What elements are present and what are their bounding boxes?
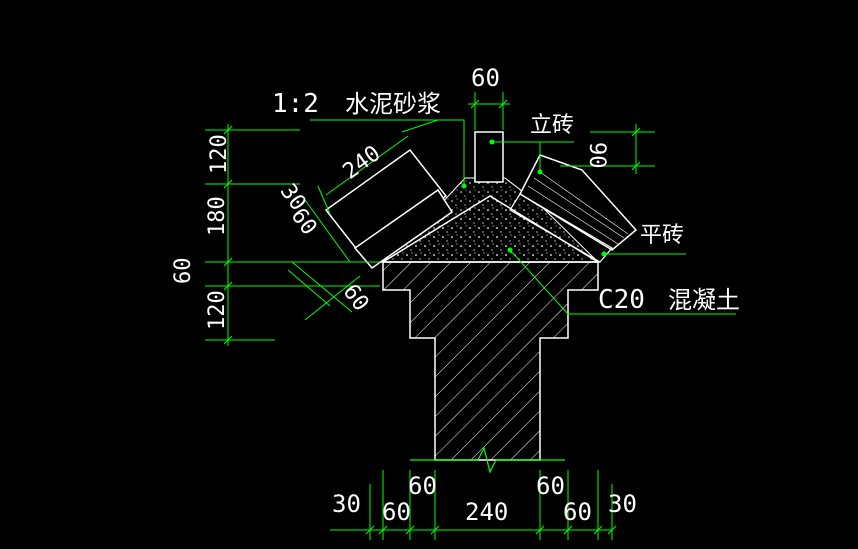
- dim-bottom-60-right-text: 60: [563, 498, 592, 526]
- leader-mortar: [310, 119, 465, 186]
- dim-left-60-text: 60: [171, 258, 196, 285]
- brick-left-upper: [324, 148, 448, 258]
- mortar-label: 水泥砂浆: [345, 90, 441, 118]
- ratio-label: 1:2: [272, 89, 319, 119]
- dim-bottom-60-left-text: 60: [382, 498, 411, 526]
- dim-top-60: [468, 92, 510, 130]
- leader-concrete: [509, 249, 736, 315]
- concrete-label: 混凝土: [668, 286, 740, 314]
- leader-lines: [310, 119, 736, 315]
- dim-bottom-60-left-top-text: 60: [408, 472, 437, 500]
- leader-dots: [461, 139, 607, 257]
- dim-bottom-30-right-text: 30: [608, 490, 637, 518]
- dim-left-180-text: 180: [205, 196, 230, 236]
- dim-left-120-top-text: 120: [207, 134, 232, 174]
- dim-right-90: [560, 124, 655, 174]
- dim-90-text: 90: [584, 142, 609, 169]
- dim-60-diag-b-text: 60: [338, 280, 374, 316]
- dim-left-120-bottom-text: 120: [205, 290, 230, 330]
- concrete-body: [382, 261, 599, 474]
- dim-top-60-text: 60: [471, 64, 500, 92]
- vertical-brick: [474, 131, 504, 183]
- dim-diagonal-left: [287, 119, 439, 321]
- dim-bottom-240-text: 240: [465, 498, 508, 526]
- dim-bottom-stack: [330, 470, 617, 540]
- brick-left-lower: [353, 188, 454, 270]
- concrete-grade-label: C20: [598, 285, 645, 315]
- vertical-brick-label: 立砖: [530, 113, 574, 138]
- break-line: [410, 446, 565, 474]
- flat-brick-label: 平砖: [640, 223, 684, 248]
- brick-right-lower: [509, 193, 613, 263]
- dim-bottom-60-right-top-text: 60: [536, 472, 565, 500]
- dim-bottom-30-left-text: 30: [332, 490, 361, 518]
